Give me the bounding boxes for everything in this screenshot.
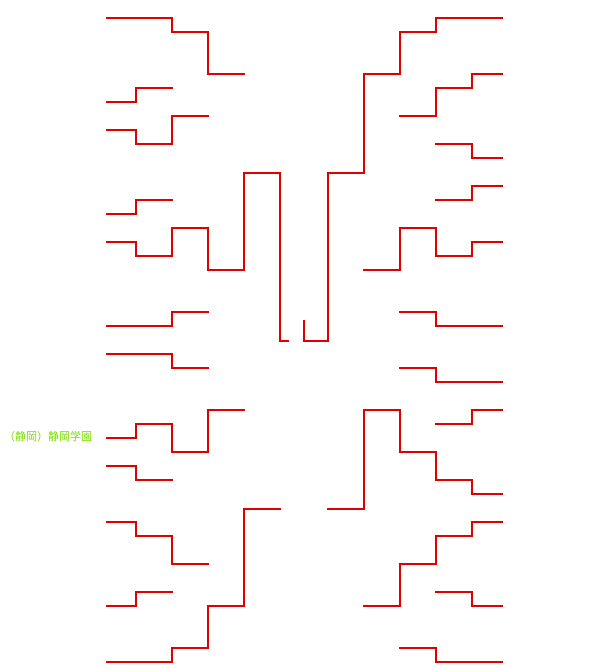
bracket-path: [106, 409, 245, 453]
bracket-path: [106, 353, 209, 369]
bracket-path: [327, 409, 503, 510]
bracket-path: [435, 591, 503, 607]
bracket-path: [363, 227, 503, 271]
bracket-path: [435, 185, 503, 201]
bracket-path: [303, 17, 503, 342]
bracket-path: [435, 143, 503, 159]
bracket-path: [106, 311, 209, 327]
bracket-path: [106, 17, 245, 75]
bracket-lines: [106, 17, 503, 663]
bracket-path: [106, 115, 209, 145]
bracket-path: [363, 521, 503, 607]
bracket-path: [399, 647, 503, 663]
bracket-path: [106, 87, 173, 103]
bracket-path: [399, 73, 503, 117]
bracket-path: [435, 409, 503, 425]
bracket-path: [106, 465, 173, 481]
bracket-path: [106, 508, 281, 663]
team-label-shizuoka-gakuen: （静岡）静岡学園: [4, 430, 92, 443]
bracket-path: [399, 311, 503, 327]
bracket-path: [106, 591, 173, 607]
bracket-path: [106, 199, 173, 215]
bracket-path: [106, 521, 209, 565]
bracket-path: [399, 367, 503, 383]
bracket-path: [106, 172, 289, 342]
